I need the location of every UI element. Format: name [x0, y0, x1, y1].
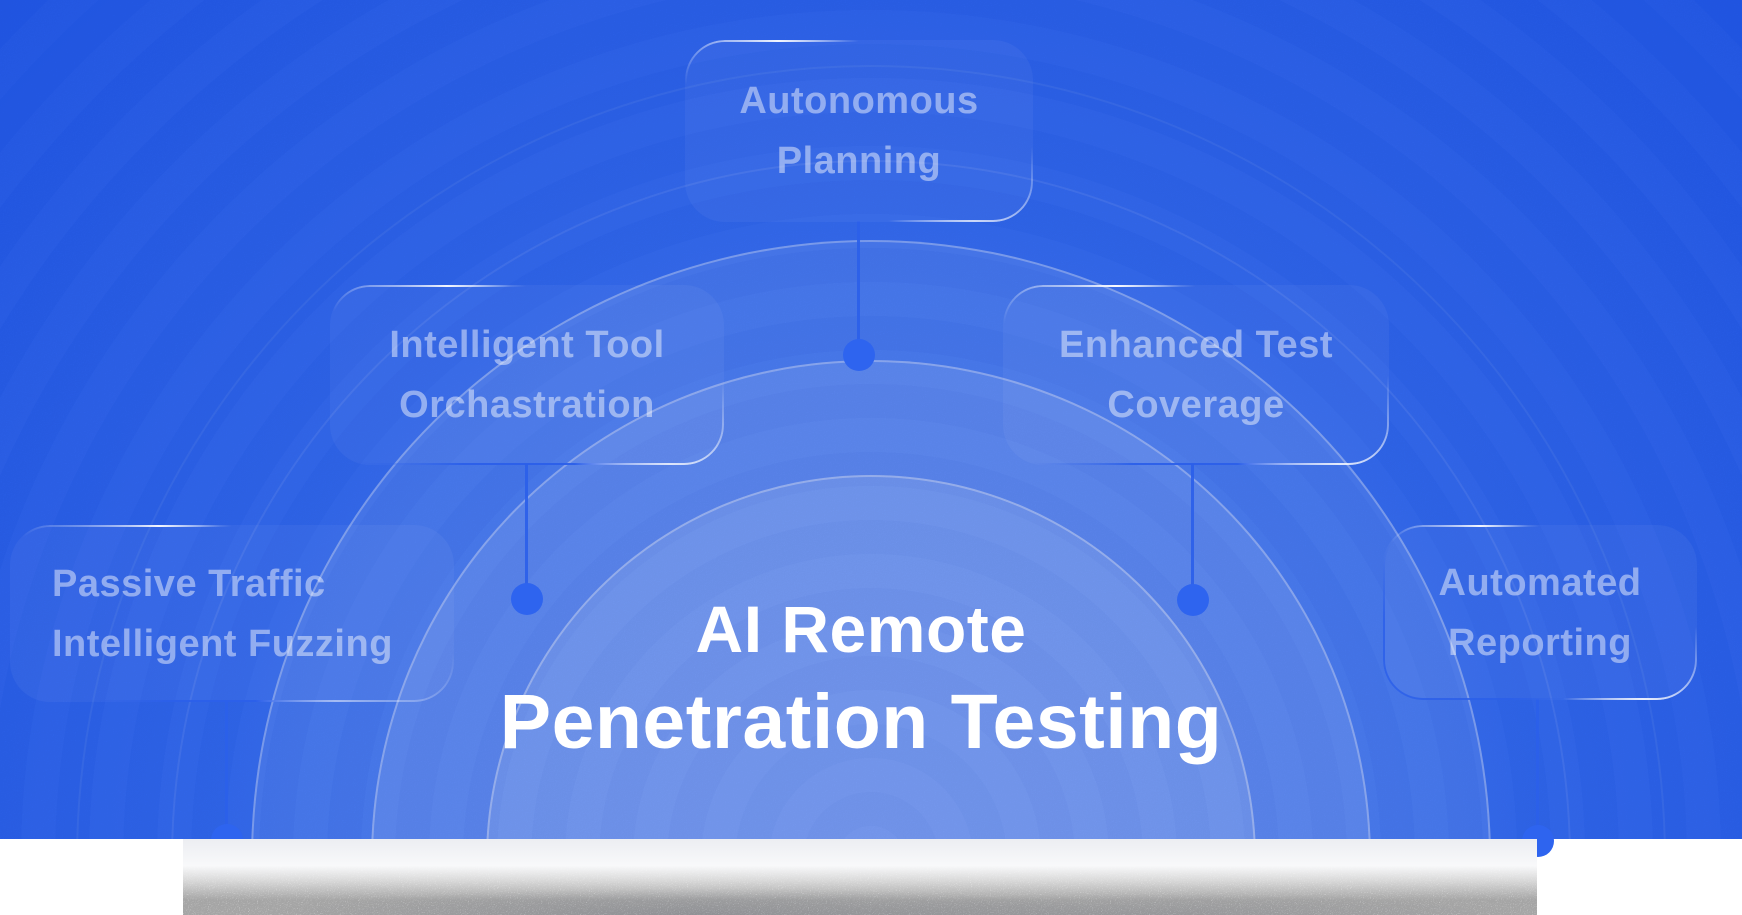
diagram-title-line2: Penetration Testing: [499, 679, 1223, 765]
connector-dot-intelligent-tool: [511, 583, 543, 615]
node-automated-reporting: Automated Reporting: [1383, 525, 1697, 700]
node-label-line: Enhanced Test: [1059, 324, 1333, 366]
connector-dot-enhanced-test: [1177, 584, 1209, 616]
node-label: Passive Traffic Intelligent Fuzzing: [10, 554, 454, 674]
node-enhanced-test-coverage: Enhanced Test Coverage: [1003, 285, 1389, 465]
bottom-white-band: [183, 839, 1537, 915]
node-label-line: Planning: [776, 140, 942, 182]
node-label: Autonomous Planning: [685, 71, 1033, 191]
node-autonomous-planning: Autonomous Planning: [685, 40, 1033, 222]
connector-line-autonomous-planning: [857, 221, 860, 355]
node-label: Enhanced Test Coverage: [1003, 315, 1389, 435]
node-label-line: Passive Traffic: [52, 562, 326, 605]
diagram-title: AI Remote Penetration Testing: [461, 586, 1261, 772]
node-label-line: Coverage: [1107, 384, 1285, 426]
node-label-line: Orchastration: [399, 384, 655, 426]
node-label-line: Reporting: [1448, 621, 1632, 664]
connector-line-automated-reporting: [1536, 699, 1539, 841]
node-label: Automated Reporting: [1383, 553, 1697, 673]
node-passive-traffic-intelligent-fuzzing: Passive Traffic Intelligent Fuzzing: [10, 525, 454, 702]
node-intelligent-tool-orchastration: Intelligent Tool Orchastration: [330, 285, 724, 465]
connector-line-passive-traffic: [225, 701, 228, 840]
connector-line-enhanced-test: [1191, 464, 1194, 600]
connector-line-intelligent-tool: [525, 464, 528, 599]
node-label-line: Autonomous: [739, 80, 979, 122]
diagram-title-line1: AI Remote: [695, 592, 1027, 666]
node-label-line: Automated: [1438, 561, 1642, 604]
node-label-line: Intelligent Tool: [389, 324, 665, 366]
node-label-line: Intelligent Fuzzing: [52, 622, 393, 665]
connector-dot-autonomous-planning: [843, 339, 875, 371]
node-label: Intelligent Tool Orchastration: [330, 315, 724, 435]
